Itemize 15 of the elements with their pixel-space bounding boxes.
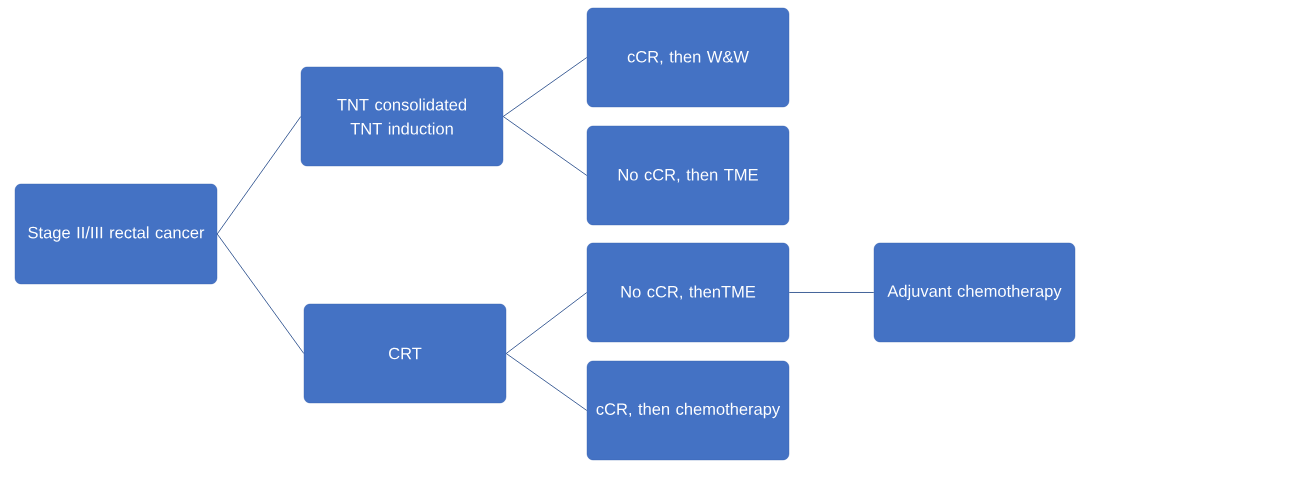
connector-line — [505, 353, 588, 411]
connector-line — [502, 116, 588, 176]
connector-line — [505, 292, 588, 354]
process-box: No cCR, then TME — [586, 125, 790, 226]
connector-line — [502, 57, 588, 117]
process-box: cCR, then chemotherapy — [586, 360, 790, 461]
connector-line — [216, 116, 302, 235]
connector-line — [216, 233, 305, 354]
connector-line — [788, 292, 875, 293]
process-box: Stage II/III rectal cancer — [14, 183, 218, 285]
process-box: Adjuvant chemotherapy — [873, 242, 1076, 343]
process-box: No cCR, thenTME — [586, 242, 790, 343]
process-box: CRT — [303, 303, 507, 404]
process-box: TNT consolidated TNT induction — [300, 66, 504, 167]
process-box: cCR, then W&W — [586, 7, 790, 108]
